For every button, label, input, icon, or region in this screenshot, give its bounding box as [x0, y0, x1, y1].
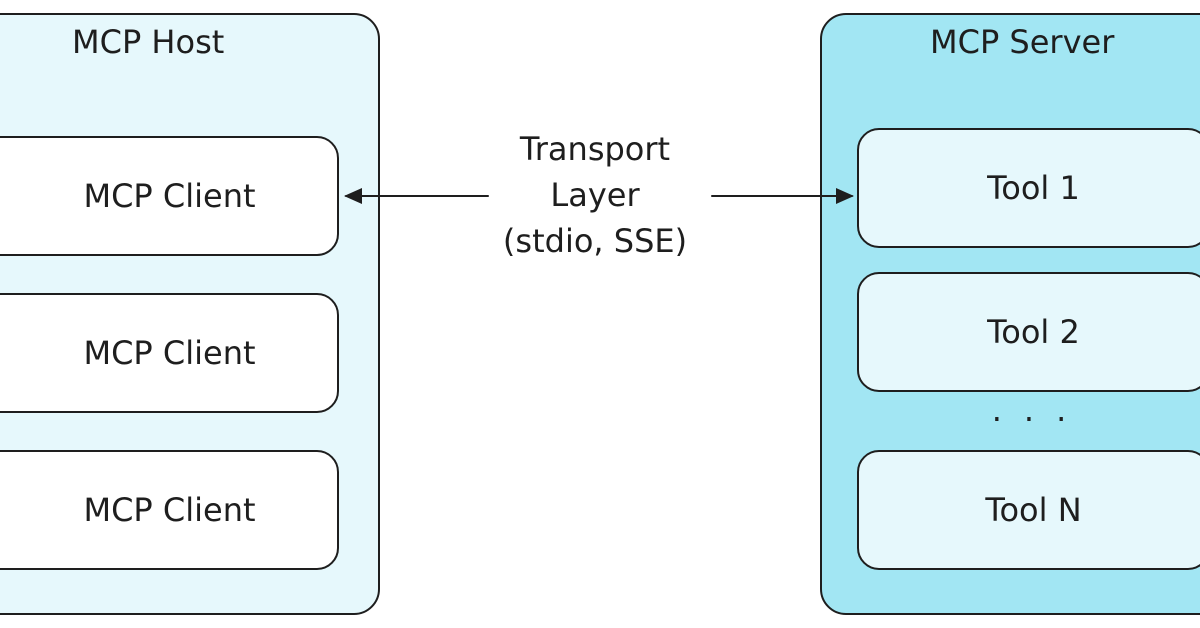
arrow-to-client: [344, 188, 489, 204]
mcp-client-box-3: MCP Client: [0, 450, 339, 570]
transport-label-line-1: Transport: [519, 130, 671, 168]
mcp-server-title: MCP Server: [930, 23, 1115, 61]
arrow-to-tool: [711, 188, 854, 204]
tool-box-2: Tool 2: [857, 272, 1200, 392]
mcp-host-title: MCP Host: [72, 23, 225, 61]
tool-ellipsis: ...: [991, 391, 1089, 429]
transport-label-line-3: (stdio, SSE): [502, 222, 688, 260]
tool-box-n: Tool N: [857, 450, 1200, 570]
transport-label-line-2: Layer: [550, 176, 640, 214]
transport-layer-label: Transport Layer (stdio, SSE): [470, 126, 720, 264]
mcp-client-box-2: MCP Client: [0, 293, 339, 413]
tool-box-1: Tool 1: [857, 128, 1200, 248]
mcp-client-box-1: MCP Client: [0, 136, 339, 256]
